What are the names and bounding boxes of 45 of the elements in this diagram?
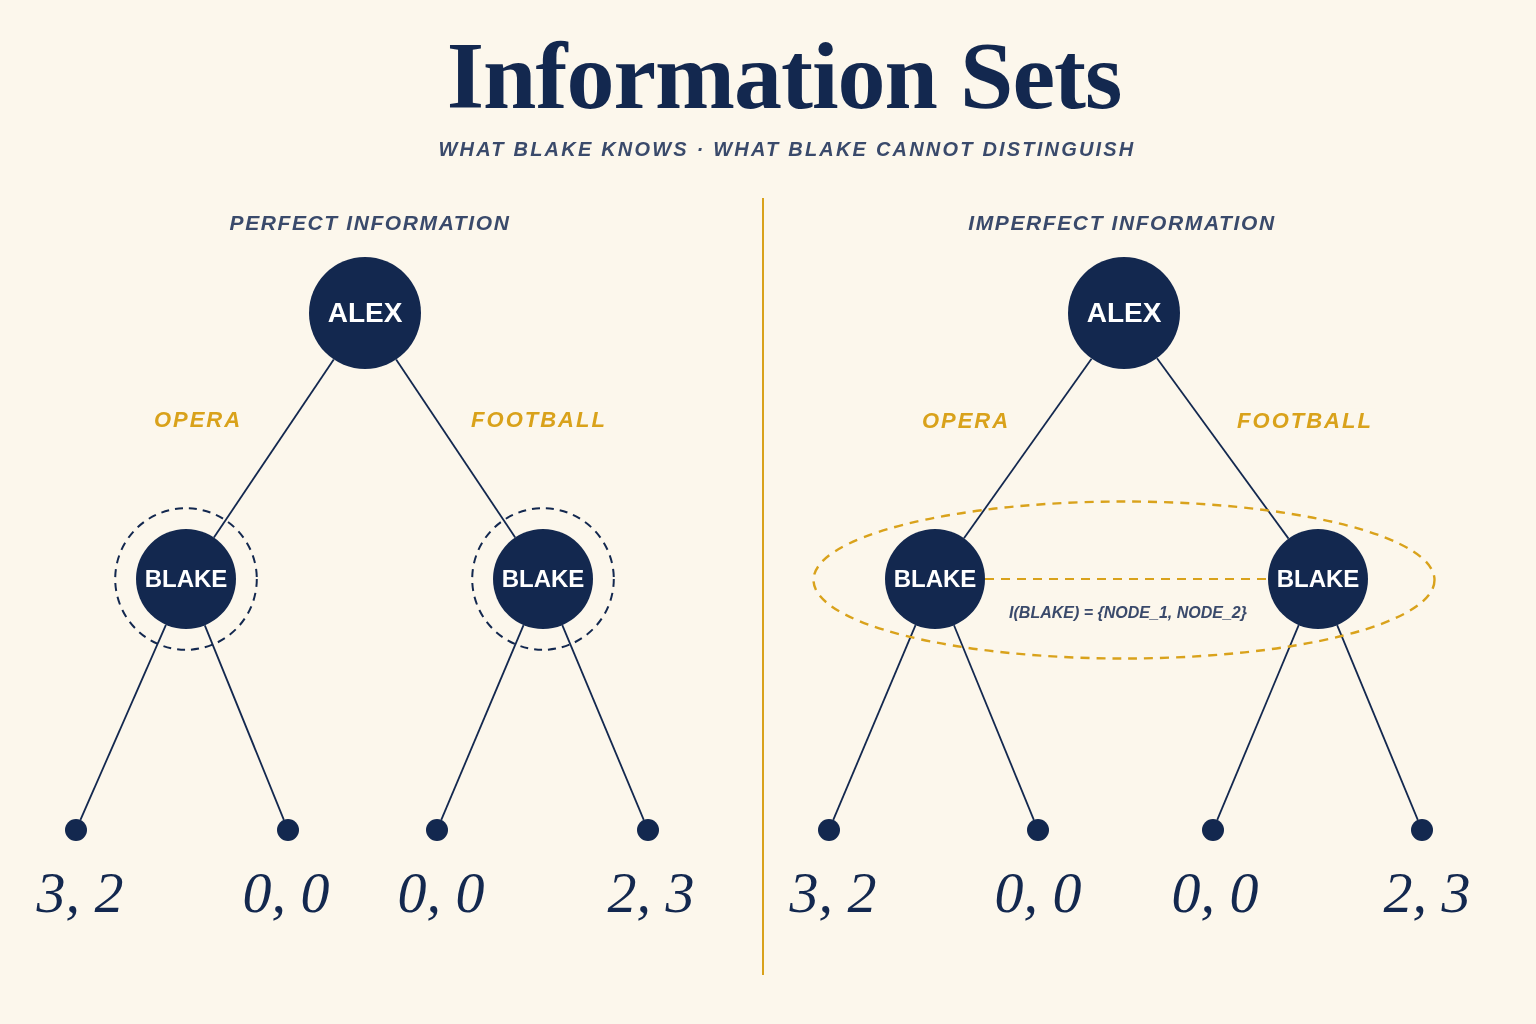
terminal-node-dot [1202,819,1224,841]
information-set-ring [471,507,615,651]
player-name: BLAKE [893,565,977,593]
tree-branch [395,358,517,539]
payoff-label: 3, 2 [789,864,877,922]
tree-branch [440,624,525,821]
payoff-label: 0, 0 [1171,864,1259,922]
player-node [136,529,236,629]
tree-branch [79,623,167,821]
player-name: ALEX [1086,297,1162,329]
terminal-node-dot [277,819,299,841]
subtitle: WHAT BLAKE KNOWS · WHAT BLAKE CANNOT DISTINGUISH [438,137,1136,161]
payoff-label: 2, 3 [607,864,695,922]
terminal-node-dot [426,819,448,841]
tree-branch [1336,624,1419,821]
payoff-label: 3, 2 [36,864,124,922]
dashed-link [985,577,1268,581]
tree-branch [213,358,335,539]
tree-branch [1156,357,1290,540]
tree-branch [963,357,1093,540]
information-set-ring [114,507,258,651]
information-set-ellipse [812,500,1436,660]
player-name: BLAKE [501,565,585,593]
payoff-label: 0, 0 [242,864,330,922]
terminal-node-dot [1027,819,1049,841]
title: Information Sets [446,28,1122,124]
tree-branch [1216,624,1300,821]
player-name: BLAKE [144,565,228,593]
player-name: ALEX [327,297,403,329]
tree-branch [953,624,1035,821]
information-set-label: I(BLAKE) = {NODE_1, NODE_2} [1009,604,1247,622]
player-name: BLAKE [1276,565,1360,593]
panel-heading: IMPERFECT INFORMATION [968,210,1276,236]
terminal-node-dot [818,819,840,841]
payoff-label: 2, 3 [1383,864,1471,922]
terminal-node-dot [1411,819,1433,841]
terminal-node-dot [637,819,659,841]
player-node [493,529,593,629]
terminal-node-dot [65,819,87,841]
payoff-label: 0, 0 [994,864,1082,922]
payoff-label: 0, 0 [397,864,485,922]
panel-heading: PERFECT INFORMATION [229,210,511,236]
tree-branch [832,624,917,821]
tree-branch [561,624,645,821]
tree-branch [203,624,285,821]
